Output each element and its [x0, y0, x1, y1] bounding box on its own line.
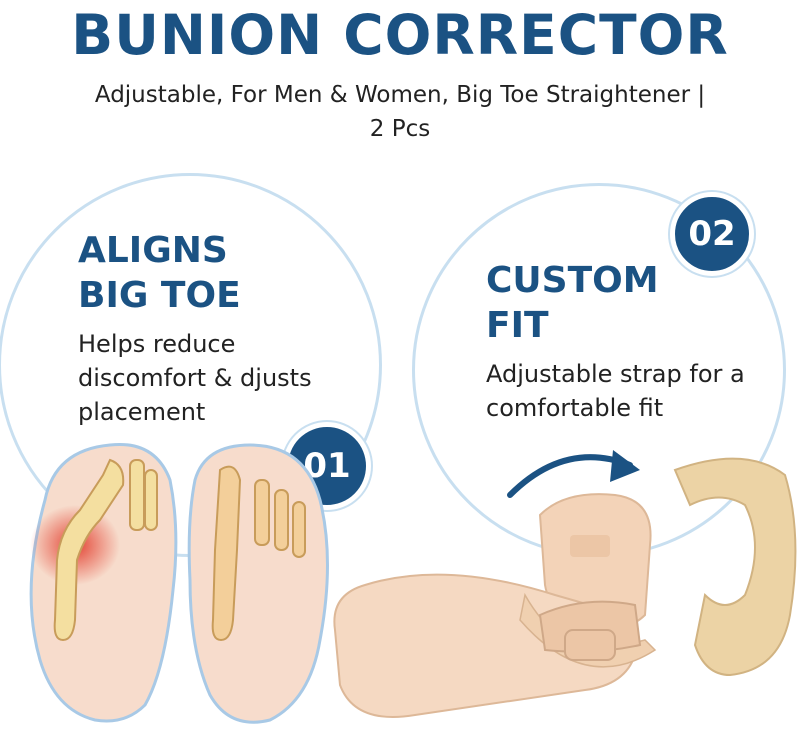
feature-2-heading-line1: CUSTOM: [486, 260, 659, 301]
feature-2-number-badge: 02: [670, 192, 754, 276]
page-subtitle: Adjustable, For Men & Women, Big Toe Str…: [94, 82, 706, 142]
feature-1-heading-line1: ALIGNS: [78, 230, 228, 271]
feature-1-heading-line2: BIG TOE: [78, 275, 241, 316]
page-title: BUNION CORRECTOR: [71, 3, 729, 67]
curved-arrow-icon: [507, 450, 640, 498]
feature-1-description: Helps reduce discomfort & djusts placeme…: [78, 330, 312, 426]
feet-comparison-illustration: [29, 442, 329, 724]
feature-2-heading-line2: FIT: [486, 305, 549, 346]
feature-2-description: Adjustable strap for a comfortable fit: [486, 360, 745, 422]
bunion-corrector-product-image: [333, 457, 797, 718]
